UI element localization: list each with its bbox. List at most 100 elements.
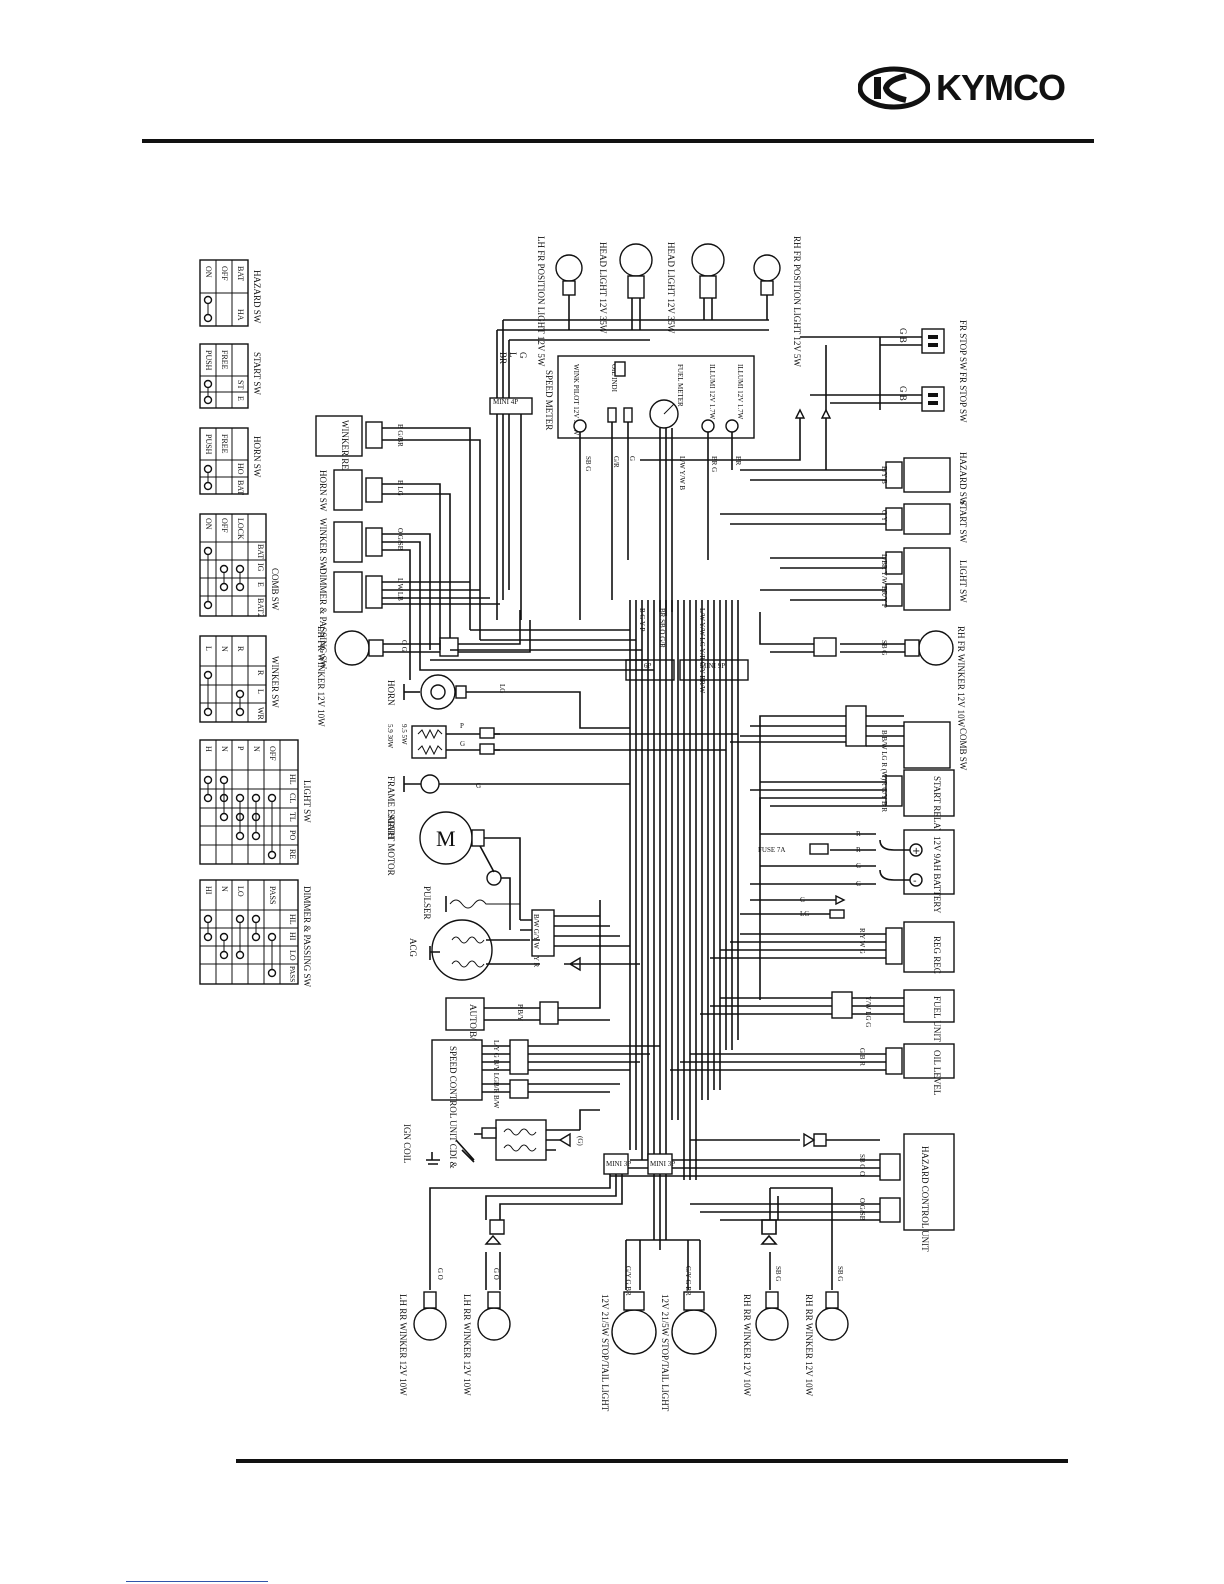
- resistor-p-wire: P: [460, 722, 464, 730]
- batt-wire-3: G: [856, 862, 861, 870]
- start-sw-wires: G Y: [880, 510, 888, 522]
- hazard-control-wires-2: O G/SB: [858, 1198, 866, 1221]
- dimmer-col-hi: HI: [288, 932, 297, 941]
- horn-sw-table: HORN SW HO BAT FREE PUSH: [199, 427, 262, 495]
- horn-label: HORN: [386, 680, 396, 706]
- stop-tail-1-label: 12V 21/5W STOP/TAIL LIGHT: [600, 1294, 610, 1412]
- batt-wire-2: R: [856, 846, 861, 854]
- winker-relay-label: WINKER RELAY: [340, 420, 350, 488]
- dimmer-col-pass: PASS: [288, 966, 296, 982]
- conn-mid-wires: BR SB O G/R: [658, 608, 666, 648]
- lg-terminal-wire: LG: [800, 910, 809, 918]
- dimmer-sw-title: DIMMER & PASSING SW: [302, 886, 312, 987]
- dimmer-passing-sw-table: DIMMER & PASSING SW HL HI LO PASS PASS L…: [199, 879, 312, 987]
- header-rule: [142, 139, 1094, 143]
- horn: HORN LG: [386, 674, 630, 729]
- rh-rr-winker-1-label: RH RR WINKER 12V 10W: [742, 1294, 752, 1397]
- resistor-g-wire: G: [460, 740, 465, 748]
- fuse-label: FUSE 7A: [758, 846, 785, 854]
- start-sw-label: START SW: [958, 500, 968, 543]
- hazard-control-wires-1: SB G O: [858, 1154, 866, 1176]
- tail1-wires: G/Y G BR: [624, 1266, 632, 1296]
- light-col-po: PO: [288, 830, 297, 840]
- start-motor: M START MOTOR: [386, 811, 521, 930]
- lh-fr-winker: LH FR WINKER 12V 10W O G: [316, 610, 531, 727]
- winker-pilot-label: WINK PILOT 12V 3.4W: [572, 364, 580, 436]
- mini-9p-label: MINI 9P: [700, 662, 725, 670]
- dimmer-row-n: N: [220, 886, 229, 892]
- light-row-h: H: [204, 746, 213, 752]
- head-light-1-label: HEAD LIGHT 12V 35W: [598, 242, 608, 334]
- battery-label: 12V 9AH BATTERY: [932, 836, 942, 914]
- winker-sw-title: WINKER SW: [270, 656, 280, 708]
- horn-sw-wires: B LG: [396, 480, 404, 496]
- meter-gr-wire: G/R: [612, 456, 620, 468]
- hazard-col-ha: HA: [236, 309, 245, 321]
- oil-indi-label: OIL INDI: [610, 364, 618, 393]
- winker-col-l: L: [256, 689, 265, 694]
- winker-row-n: N: [220, 646, 229, 652]
- light-sw-label: LIGHT SW: [958, 560, 968, 603]
- pulser-label: PULSER: [422, 886, 432, 920]
- fr-stop-sw-1-label: FR STOP SW: [958, 320, 968, 371]
- speed-meter: SPEED METER WINK PILOT 12V 3.4W OIL INDI…: [544, 355, 755, 620]
- light-row-p: P: [236, 746, 245, 751]
- speed-control-cdi: SPEED CONTROL UNIT CDI & L/Y G B/Y LG B/…: [431, 1039, 660, 1169]
- hazard-sw-table: HAZARD SW BAT HA OFF ON: [199, 259, 262, 327]
- fuel-unit-label: FUEL UNIT: [932, 996, 942, 1042]
- hazard-col-bat: BAT: [236, 266, 245, 281]
- stop-tail-2-label: 12V 21/5W STOP/TAIL LIGHT: [660, 1294, 670, 1412]
- start-relay-wires: Y/R G/Y B R: [880, 774, 888, 812]
- fuel-meter-label: FUEL METER: [676, 364, 684, 407]
- hazard-sw-title: HAZARD SW: [252, 270, 262, 324]
- horn-row-push: PUSH: [204, 434, 213, 455]
- light-col-cl: CL: [288, 793, 297, 803]
- light-sw-title: LIGHT SW: [302, 780, 312, 823]
- acg-wires: Y R: [532, 956, 540, 968]
- dimmer-row-pass: PASS: [268, 886, 277, 904]
- earth-wire: G: [476, 782, 481, 790]
- auto-bs-label: AUTO B/S: [468, 1004, 478, 1045]
- dimmer-col-lo: LO: [288, 950, 297, 961]
- lh-fr-position-label: LH FR POSITION LIGHT 12V 5W: [536, 236, 546, 367]
- start-sw-title: START SW: [252, 352, 262, 395]
- light-col-re: RE: [288, 849, 297, 859]
- start-col-st: ST: [236, 380, 245, 389]
- start-relay-label: START RELAY: [932, 776, 942, 835]
- lh-fr-winker-wires: O G: [400, 640, 408, 652]
- meter-lw-wire: L/W Y/W B: [678, 456, 686, 490]
- winker-sw: WINKER SW O G/SB: [318, 518, 431, 670]
- reg-rec: REG REC R Y W G: [710, 921, 955, 974]
- pulser-wires: B/W G/Y W: [532, 914, 540, 949]
- pulser-acg: PULSER ACG B/W G/Y W Y R: [408, 886, 640, 981]
- rear-rh1-wires: SB G: [774, 1266, 782, 1281]
- lh-fr-winker-label: LH FR WINKER 12V 10W: [316, 626, 326, 727]
- meter-br2-wire: BR: [734, 456, 742, 466]
- mini-3p-connectors: MINI 3P MINI 3P: [429, 1153, 675, 1290]
- dimmer-sw-wires: L W LB: [396, 578, 404, 601]
- mini-3p-1-label: MINI 3P: [606, 1160, 631, 1168]
- oil-level-label: OIL LEVEL: [932, 1050, 942, 1095]
- horn-wire: LG: [498, 684, 506, 693]
- resistors: 5.9 30W 9.5 5W P G: [386, 722, 738, 759]
- battery: + - 12V 9AH BATTERY FUSE 7A R R G G: [750, 829, 955, 914]
- dimmer-col-hl: HL: [288, 914, 297, 925]
- meter-br-wire: BR G: [710, 456, 718, 472]
- hazard-sw: HAZARD SW B/Y B: [740, 452, 968, 506]
- dimmer-passing-sw: DIMMER & PASSING SW L W LB: [318, 568, 500, 669]
- batt-wire-1: R: [856, 830, 861, 838]
- rh-rr-winker-2-label: RH RR WINKER 12V 10W: [804, 1294, 814, 1397]
- start-motor-label: START MOTOR: [386, 814, 396, 876]
- start-sw: START SW G Y: [720, 500, 968, 543]
- rh-fr-position-lamp: RH FR POSITION LIGHT 12V 5W: [753, 236, 802, 367]
- horn-col-ho: HO: [236, 463, 245, 475]
- illumi-2-label: ILLUMI 12V 1.7W: [736, 364, 744, 420]
- hazard-sw-label: HAZARD SW: [958, 452, 968, 506]
- horn-row-free: FREE: [220, 434, 229, 454]
- motor-m-icon: M: [436, 826, 456, 851]
- fr-stop-sw-2-label: FR STOP SW: [958, 372, 968, 423]
- frame-earth-label: FRAME EARTH: [386, 776, 396, 839]
- start-row-free: FREE: [220, 350, 229, 370]
- rh-fr-winker: RH FR WINKER 12V 10W SB G: [759, 612, 966, 728]
- top-wire-l: L: [508, 352, 518, 358]
